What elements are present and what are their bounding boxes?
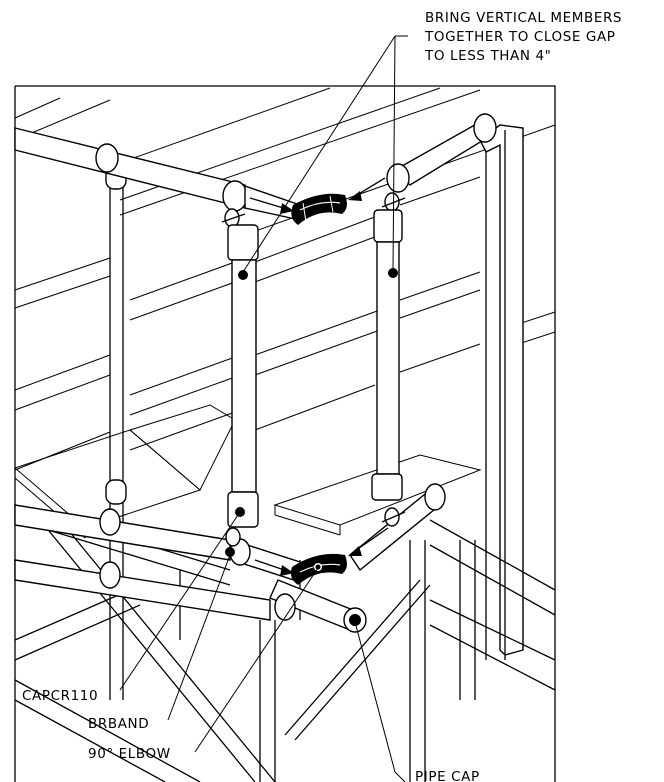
- top-clamps: [221, 192, 406, 228]
- right-channel-post: [479, 124, 524, 660]
- brband-label: BRBAND: [88, 716, 149, 732]
- capcr-label: CAPCR110: [22, 688, 98, 704]
- pipe-cap-label: PIPE CAP: [415, 769, 480, 782]
- note-line-3: TO LESS THAN 4": [424, 48, 551, 64]
- deck-planks: [14, 87, 556, 539]
- bottom-elbow: [290, 553, 347, 585]
- callout-labels: BRING VERTICAL MEMBERS TOGETHER TO CLOSE…: [22, 10, 622, 782]
- top-rail: [14, 113, 497, 221]
- leader-lines: [119, 35, 408, 782]
- elbow-label: 90° ELBOW: [88, 746, 171, 762]
- bottom-rails: [14, 483, 446, 633]
- right-vertical-member: [371, 209, 403, 501]
- note-line-2: TOGETHER TO CLOSE GAP: [424, 29, 616, 45]
- bottom-arrows: [254, 527, 389, 576]
- note-line-1: BRING VERTICAL MEMBERS: [425, 10, 622, 26]
- lower-frame: [14, 504, 556, 782]
- left-vertical-member: [227, 224, 259, 528]
- top-elbow: [291, 193, 347, 225]
- drawing-frame: [14, 85, 556, 782]
- bottom-clamps: [225, 507, 406, 557]
- top-arrows: [249, 177, 386, 214]
